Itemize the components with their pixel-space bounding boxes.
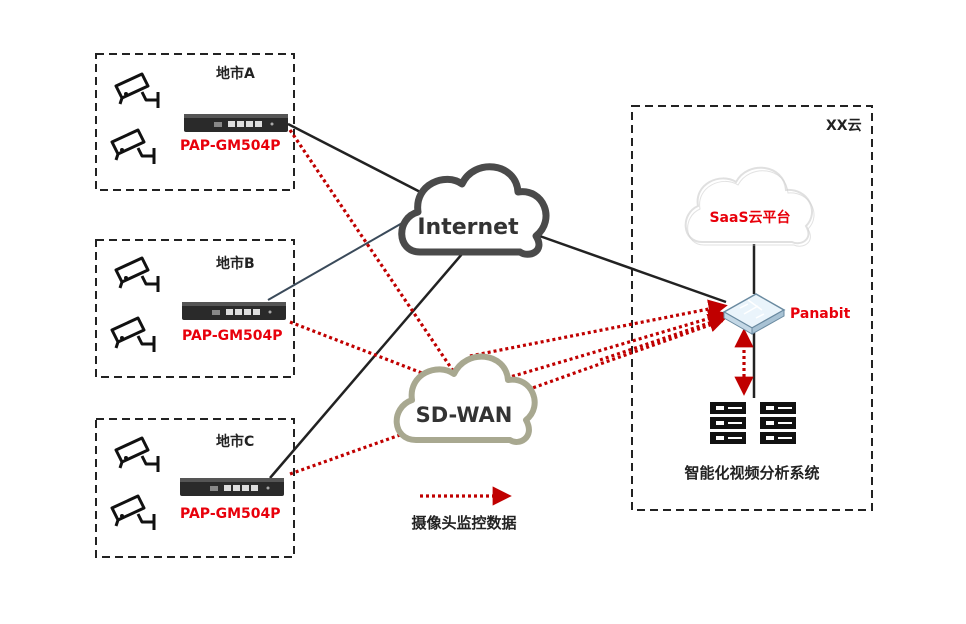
camera-icon <box>114 256 160 294</box>
panabit-label: Panabit <box>790 306 851 322</box>
site-c-device-label: PAP-GM504P <box>180 506 281 522</box>
server-rack-icon <box>710 402 746 444</box>
video-analysis-system-label: 智能化视频分析系统 <box>684 464 819 482</box>
site-a-name: 地市A <box>216 65 255 82</box>
router-a <box>184 114 288 132</box>
data-flow-c-arrow <box>599 313 728 362</box>
link-internet-panabit <box>533 232 727 304</box>
camera-icon <box>114 436 160 474</box>
data-flow-sdwan-2 <box>469 299 728 358</box>
site-c-name: 地市C <box>216 433 254 450</box>
server-rack-icon <box>760 402 796 444</box>
site-c-box <box>95 418 295 558</box>
site-b-device-label: PAP-GM504P <box>182 328 283 344</box>
xx-cloud-title: XX云 <box>826 118 862 134</box>
link-b-internet <box>267 221 405 301</box>
camera-icon <box>110 128 156 166</box>
site-a-box <box>95 53 295 191</box>
site-b-box <box>95 239 295 378</box>
panabit-gateway <box>722 293 786 335</box>
xx-cloud-box <box>631 105 873 511</box>
internet-cloud <box>398 163 550 258</box>
saas-cloud <box>684 166 815 247</box>
saas-label: SaaS云平台 <box>709 209 790 226</box>
internet-label: Internet <box>417 215 519 240</box>
link-a-internet <box>287 122 429 198</box>
legend-label: 摄像头监控数据 <box>411 514 516 532</box>
site-b-name: 地市B <box>216 255 255 272</box>
link-c-internet <box>269 253 463 479</box>
site-a-device-label: PAP-GM504P <box>180 138 281 154</box>
router-c <box>180 478 284 496</box>
router-b <box>182 302 286 320</box>
sdwan-label: SD-WAN <box>416 403 513 427</box>
data-flow-a <box>288 129 468 391</box>
camera-icon <box>110 494 156 532</box>
camera-icon <box>114 72 160 110</box>
camera-icon <box>110 316 156 354</box>
sdwan-cloud <box>393 353 538 445</box>
